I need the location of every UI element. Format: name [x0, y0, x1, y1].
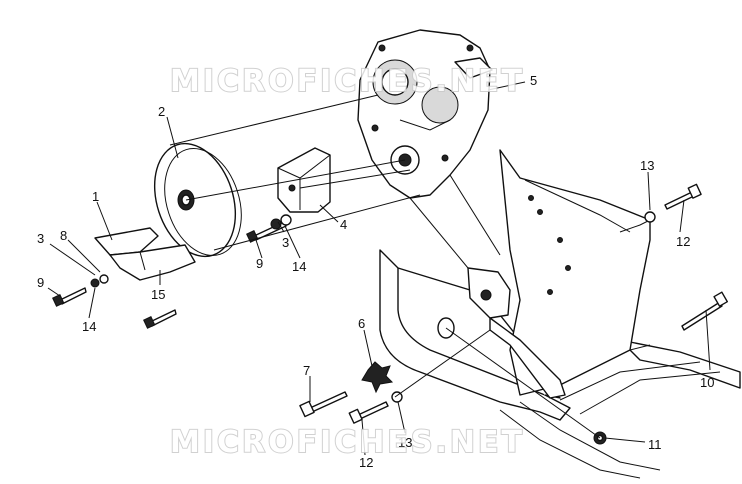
gearcase-housing	[357, 29, 493, 199]
pulley-disc	[153, 142, 242, 258]
callout-3: 3	[282, 235, 289, 250]
callout-3: 3	[37, 231, 44, 246]
watermark-top: MICROFICHES.NET	[170, 64, 525, 99]
callout-13: 13	[398, 435, 412, 450]
watermarks: MICROFICHES.NET MICROFICHES.NET	[169, 63, 525, 461]
callout-1: 1	[92, 189, 99, 204]
callout-8: 8	[60, 228, 67, 243]
callout-14: 14	[292, 259, 306, 274]
callout-2: 2	[158, 104, 165, 119]
callout-12: 12	[359, 455, 373, 470]
callout-13: 13	[640, 158, 654, 173]
callout-4: 4	[340, 217, 347, 232]
mounting-block	[277, 147, 331, 213]
watermark-bottom: MICROFICHES.NET	[170, 425, 525, 460]
callout-12: 12	[676, 234, 690, 249]
callout-14: 14	[82, 319, 96, 334]
mid-bracket	[467, 267, 566, 399]
callout-6: 6	[358, 316, 365, 331]
mounting-plate	[499, 149, 651, 396]
callout-9: 9	[37, 275, 44, 290]
callout-labels: 1 2 3 3 4 5 6 7 8 9 9 10 11 12 12 13 13 …	[37, 73, 714, 470]
callout-7: 7	[303, 363, 310, 378]
callout-9: 9	[256, 256, 263, 271]
lower-bracket	[94, 227, 196, 281]
callout-11: 11	[648, 437, 662, 452]
assembly-lines	[169, 94, 601, 439]
leader-lines	[47, 81, 711, 456]
callout-15: 15	[151, 287, 165, 302]
hardware	[52, 183, 729, 445]
callout-10: 10	[700, 375, 714, 390]
callout-5: 5	[530, 73, 537, 88]
